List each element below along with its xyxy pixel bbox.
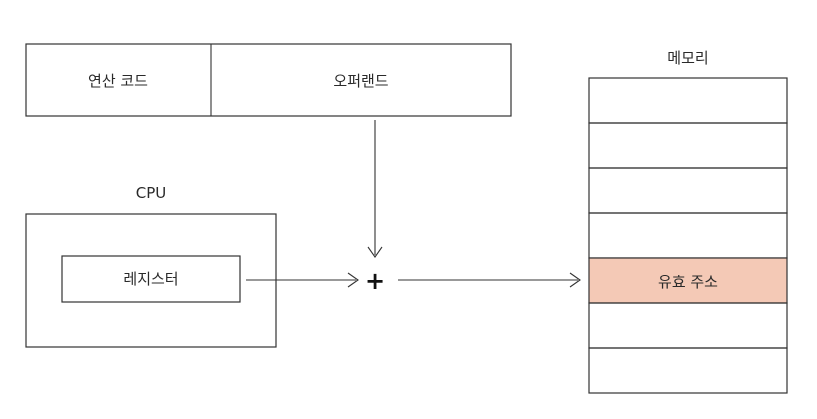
operand-arrow: [367, 120, 383, 258]
effective-address-label: 유효 주소: [658, 273, 718, 291]
register-arrow: [246, 272, 359, 288]
memory-cell: [588, 77, 788, 124]
address-arrow: [398, 272, 581, 288]
adder-plus-icon: +: [365, 267, 385, 295]
memory-cells: [588, 77, 788, 394]
memory-cell-effective-address: [588, 257, 788, 304]
memory-cell: [588, 212, 788, 259]
memory-cell: [588, 167, 788, 214]
memory-cell: [588, 347, 788, 394]
register-label: 레지스터: [123, 270, 178, 288]
operand-label: 오퍼랜드: [333, 72, 388, 90]
memory-title: 메모리: [667, 49, 708, 67]
cpu-block: CPU 레지스터: [25, 184, 277, 348]
register-box: [61, 255, 241, 303]
memory-cell: [588, 122, 788, 169]
memory-block: 메모리 유효 주소: [588, 49, 788, 394]
instruction-box: [25, 43, 512, 117]
memory-cell: [588, 302, 788, 349]
cpu-title: CPU: [136, 184, 167, 202]
instruction-format: 연산 코드 오퍼랜드: [25, 43, 512, 117]
opcode-label: 연산 코드: [88, 72, 148, 90]
